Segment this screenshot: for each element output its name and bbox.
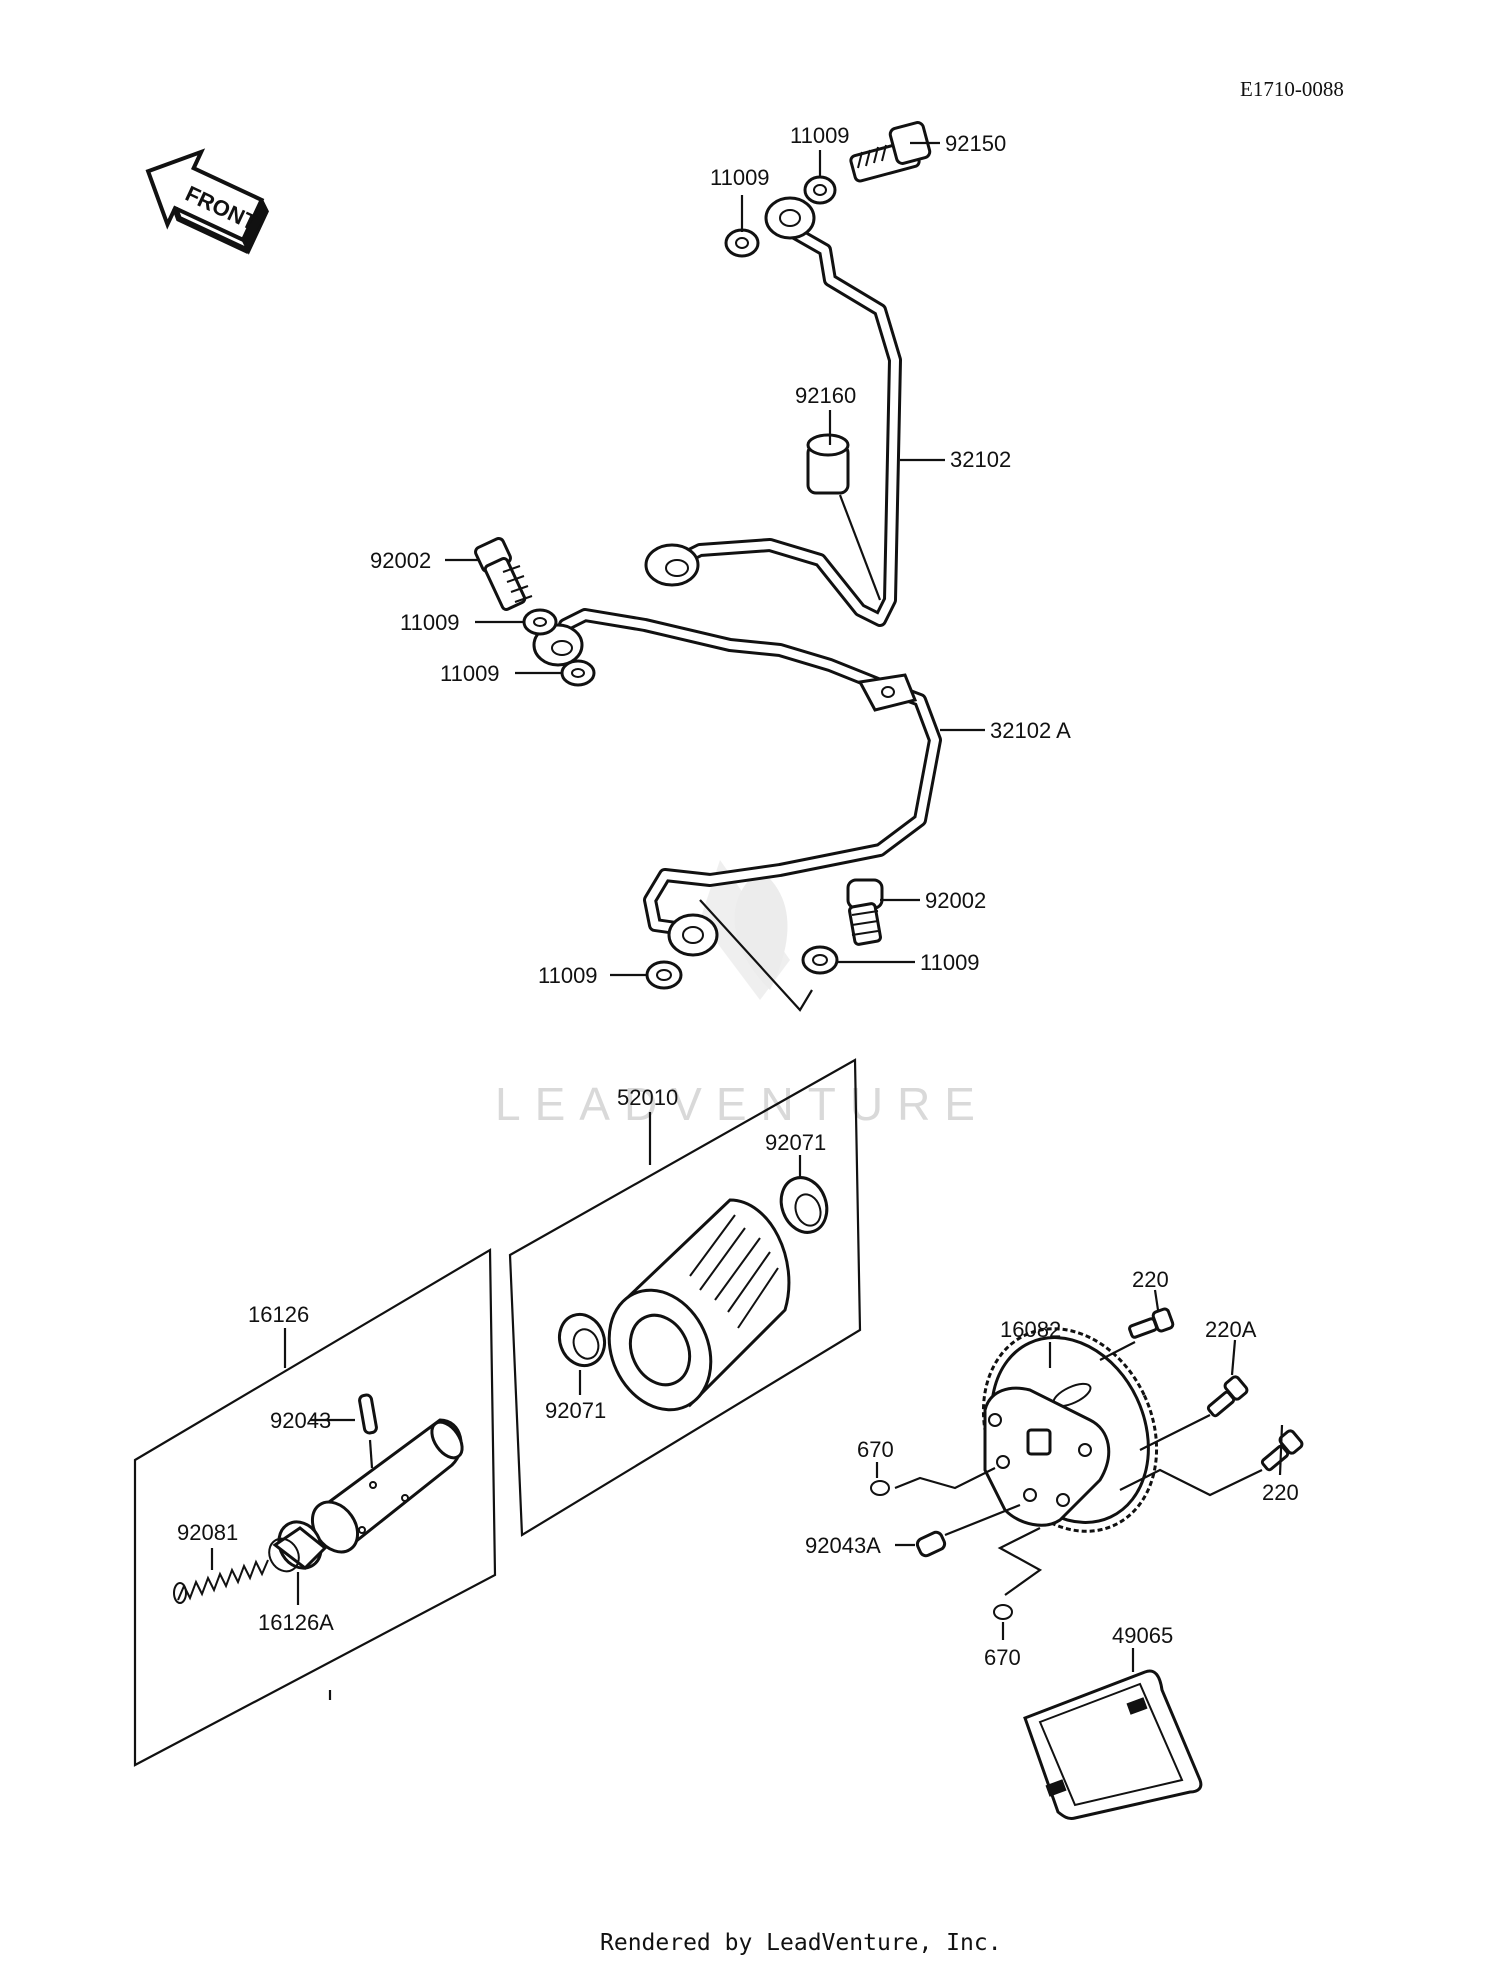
washer-11009-mid-lower — [560, 659, 596, 687]
label-92071-upper: 92071 — [765, 1130, 826, 1155]
label-16126A: 16126A — [258, 1610, 334, 1635]
bracket-92160 — [806, 433, 882, 601]
label-11009-top-right: 11009 — [790, 123, 850, 148]
bolt-92002-lower — [846, 878, 884, 946]
o-ring-670-lower — [993, 1527, 1043, 1640]
bolt-92150 — [849, 121, 932, 183]
label-92071-lower: 92071 — [545, 1398, 606, 1423]
oil-pipe-32102 — [644, 196, 902, 627]
label-52010: 52010 — [617, 1085, 678, 1110]
bolt-92002-upper — [474, 537, 533, 612]
o-ring-670-upper — [870, 1462, 996, 1496]
label-92002-lower: 92002 — [925, 888, 986, 913]
label-11009-mid-lower: 11009 — [440, 661, 500, 686]
label-92081: 92081 — [177, 1520, 238, 1545]
watermark: LEADVENTURE — [495, 860, 989, 1130]
label-92043: 92043 — [270, 1408, 331, 1433]
label-92150: 92150 — [945, 131, 1006, 156]
assembly-path-line — [699, 899, 813, 1012]
front-arrow-icon: FRONT — [145, 148, 269, 255]
leader-lines — [445, 141, 985, 977]
label-220-upper: 220 — [1132, 1267, 1169, 1292]
label-220-lower: 220 — [1262, 1480, 1299, 1505]
part-labels: 92150 11009 11009 92160 32102 92002 1100… — [177, 123, 1299, 1670]
label-11009-lower-left: 11009 — [538, 963, 598, 988]
label-220A: 220A — [1205, 1317, 1257, 1342]
washer-11009-mid-upper — [522, 608, 558, 636]
label-16082: 16082 — [1000, 1317, 1061, 1342]
label-32102A: 32102 A — [990, 718, 1071, 743]
screw-220-lower — [1119, 1424, 1304, 1497]
washer-11009-lower-right — [801, 945, 839, 975]
washer-11009-top-left — [724, 228, 760, 258]
decal-49065 — [1023, 1648, 1203, 1820]
label-92002-upper: 92002 — [370, 548, 431, 573]
label-670-upper: 670 — [857, 1437, 894, 1462]
label-11009-lower-right: 11009 — [920, 950, 980, 975]
label-11009-top-left: 11009 — [710, 165, 770, 190]
relief-valve-group — [133, 1248, 497, 1767]
label-16126: 16126 — [248, 1302, 309, 1327]
oil-pump-16082 — [981, 1327, 1159, 1533]
oil-filter-group — [508, 1058, 862, 1537]
plug-92043A — [895, 1503, 1021, 1558]
label-92160: 92160 — [795, 383, 856, 408]
label-49065: 49065 — [1112, 1623, 1173, 1648]
screw-220A — [1139, 1339, 1249, 1451]
oil-pipe-32102A — [532, 608, 942, 957]
label-11009-mid-upper: 11009 — [400, 610, 460, 635]
washer-11009-lower-left — [645, 960, 683, 990]
label-32102: 32102 — [950, 447, 1011, 472]
washer-11009-top-right — [803, 175, 837, 205]
reference-code: E1710-0088 — [1240, 77, 1344, 101]
label-670-lower: 670 — [984, 1645, 1021, 1670]
footer-credit: Rendered by LeadVenture, Inc. — [600, 1930, 1002, 1956]
watermark-text: LEADVENTURE — [495, 1078, 989, 1130]
screw-220-upper — [1099, 1289, 1175, 1361]
label-92043A: 92043A — [805, 1533, 881, 1558]
